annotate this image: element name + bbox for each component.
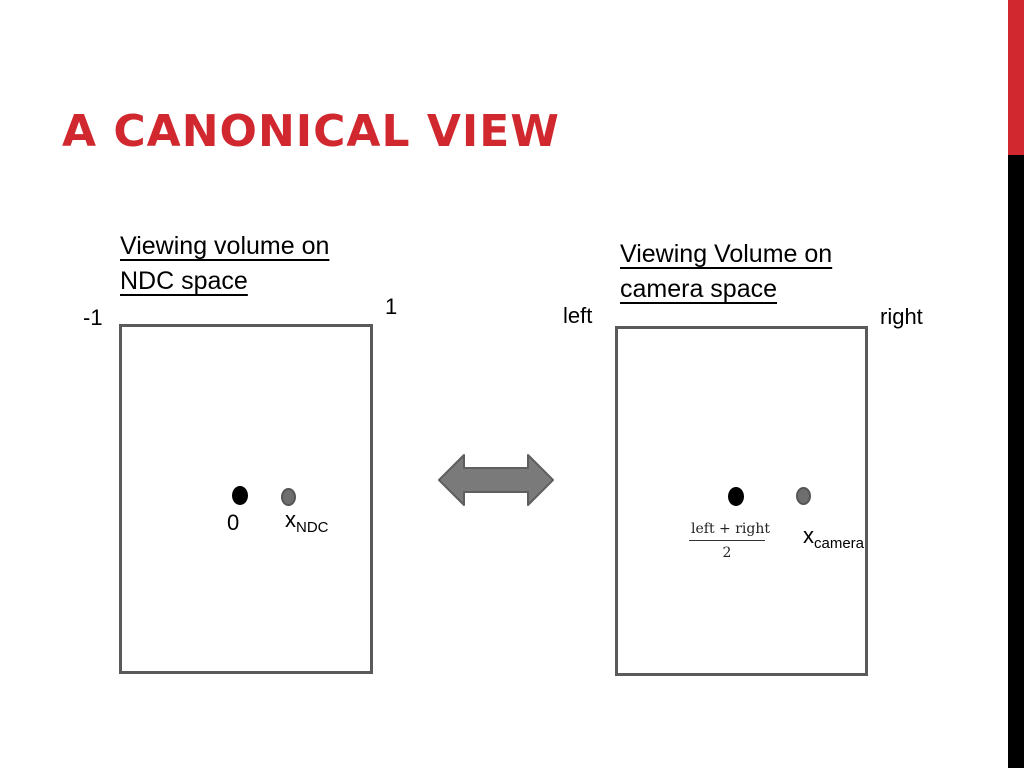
camera-point-label: xcamera bbox=[803, 523, 865, 552]
ndc-point-label: xNDC bbox=[285, 507, 329, 536]
camera-point-dot bbox=[796, 487, 811, 505]
fraction-numerator: left + right bbox=[691, 521, 770, 537]
camera-center-dot bbox=[728, 487, 744, 506]
camera-caption: Viewing Volume on camera space bbox=[620, 237, 832, 307]
ndc-caption-line2: NDC space bbox=[120, 267, 248, 295]
ndc-min-label: -1 bbox=[83, 305, 103, 330]
ndc-point-label-sub: NDC bbox=[296, 519, 329, 536]
fraction-bar bbox=[689, 540, 765, 541]
camera-point-label-sub: camera bbox=[814, 535, 865, 552]
double-arrow-icon bbox=[438, 454, 554, 506]
camera-right-label: right bbox=[880, 304, 923, 329]
ndc-max-label: 1 bbox=[385, 294, 398, 319]
side-bar-accent bbox=[1008, 0, 1024, 155]
ndc-point-dot bbox=[281, 488, 296, 506]
camera-left-label: left bbox=[563, 303, 593, 328]
fraction-denominator: 2 bbox=[722, 545, 732, 561]
ndc-caption: Viewing volume on NDC space bbox=[120, 229, 329, 299]
camera-caption-line1: Viewing Volume on bbox=[620, 240, 833, 268]
slide-title: A CANONICAL VIEW bbox=[62, 106, 560, 157]
ndc-center-dot bbox=[232, 486, 248, 505]
camera-point-label-main: x bbox=[803, 523, 814, 548]
ndc-center-label: 0 bbox=[227, 510, 240, 535]
camera-center-fraction: left + right 2 bbox=[689, 521, 770, 561]
ndc-caption-line1: Viewing volume on bbox=[120, 232, 330, 260]
side-bar-dark bbox=[1008, 155, 1024, 768]
ndc-point-label-main: x bbox=[285, 507, 296, 532]
camera-caption-line2: camera space bbox=[620, 275, 778, 303]
